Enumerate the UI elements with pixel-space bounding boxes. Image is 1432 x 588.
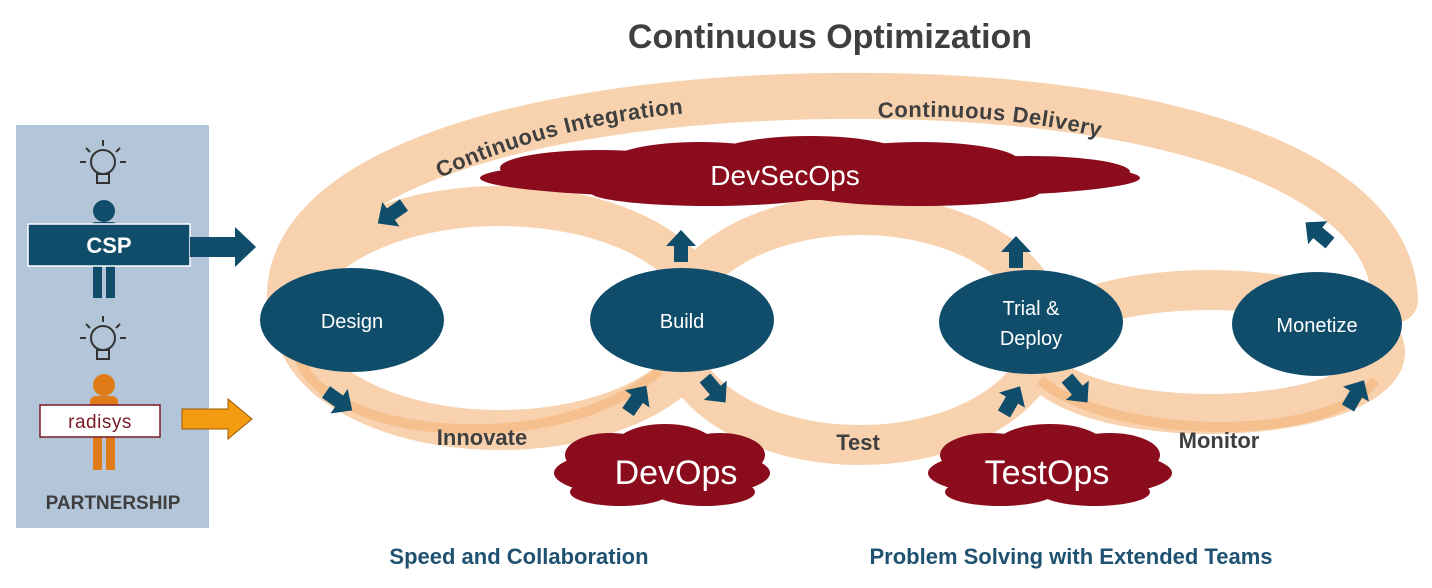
partnership-panel: CSP radisys PARTNERSHIP xyxy=(16,125,256,528)
arrow-down-right-icon xyxy=(321,386,353,414)
partner-arrow xyxy=(181,397,253,441)
flow-arrows xyxy=(321,199,1369,418)
devops-cloud: DevOps xyxy=(554,424,770,506)
stage-monetize: Monetize xyxy=(1232,272,1402,376)
arrow-up-right-icon xyxy=(997,386,1025,418)
partnership-caption: PARTNERSHIP xyxy=(46,493,181,514)
diagram-title: Continuous Optimization xyxy=(628,18,1032,56)
lightbulb-icon xyxy=(80,140,126,184)
stage-trial-deploy: Trial & Deploy xyxy=(939,270,1123,374)
arrow-up-right-icon xyxy=(622,385,650,417)
outer-loop-band xyxy=(266,72,1418,323)
innovate-loop-shadow xyxy=(295,357,664,435)
caption-problem-solving: Problem Solving with Extended Teams xyxy=(869,544,1272,569)
testops-cloud: TestOps xyxy=(928,424,1172,506)
arrow-up-left-icon xyxy=(1305,221,1335,249)
monitor-label: Monitor xyxy=(1179,428,1260,453)
monetize-label: Monetize xyxy=(1276,315,1357,337)
devops-label: DevOps xyxy=(615,454,738,492)
build-label: Build xyxy=(660,311,704,333)
devsecops-cloud: DevSecOps xyxy=(480,136,1140,206)
csp-badge: CSP xyxy=(27,223,191,267)
stage-design: Design xyxy=(260,268,444,372)
arrow-up-icon xyxy=(666,230,696,262)
radisys-logo: radisys xyxy=(39,404,161,438)
innovate-label: Innovate xyxy=(437,425,527,450)
testops-label: TestOps xyxy=(985,454,1110,492)
csp-label: CSP xyxy=(86,233,131,258)
caption-speed-collaboration: Speed and Collaboration xyxy=(389,544,648,569)
radisys-logo-text: radisys xyxy=(68,412,132,433)
arrow-down-right-icon xyxy=(699,373,727,403)
devsecops-label: DevSecOps xyxy=(710,160,859,191)
deploy-label: Deploy xyxy=(1000,328,1062,350)
arrow-down-right-icon xyxy=(1061,373,1089,403)
test-label: Test xyxy=(836,430,880,455)
design-label: Design xyxy=(321,311,383,333)
trial-label: Trial & xyxy=(1002,298,1060,320)
arrow-up-icon xyxy=(1001,236,1031,268)
lightbulb-icon xyxy=(80,316,126,360)
stage-build: Build xyxy=(590,268,774,372)
arrow-down-left-icon xyxy=(377,199,409,227)
csp-arrow xyxy=(190,227,256,267)
arrow-up-right-icon xyxy=(1341,380,1369,412)
